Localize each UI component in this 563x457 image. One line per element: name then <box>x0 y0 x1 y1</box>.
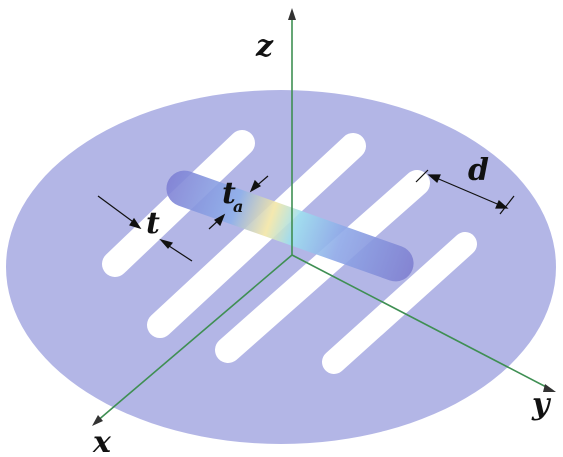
coordinate-axes <box>95 14 553 423</box>
annotation-arrows <box>97 169 515 262</box>
t-arrow-lower <box>165 243 193 262</box>
slit-3 <box>215 170 430 363</box>
period-label: d <box>468 153 489 188</box>
x-arrowhead <box>92 415 103 426</box>
y-axis-label: y <box>531 387 552 422</box>
slit-4 <box>322 232 477 374</box>
t-arrow-upper <box>97 195 137 225</box>
x-axis-label: x <box>92 425 112 457</box>
gap-subscript: a <box>233 197 243 216</box>
z-arrowhead <box>288 8 296 20</box>
x-axis-line <box>95 254 293 423</box>
d-dimension-line <box>433 176 503 207</box>
axis-arrowheads <box>92 8 556 426</box>
substrate-disk <box>6 90 556 444</box>
y-axis-line <box>291 254 553 391</box>
slot-width-label: t <box>146 206 160 241</box>
slit-2 <box>147 133 366 338</box>
d-extension-left <box>415 169 429 183</box>
gap-label: t <box>222 176 236 211</box>
d-extension-right <box>499 195 515 215</box>
y-arrowhead <box>543 384 556 392</box>
z-axis-label: z <box>255 29 274 64</box>
field-beam <box>166 170 414 282</box>
